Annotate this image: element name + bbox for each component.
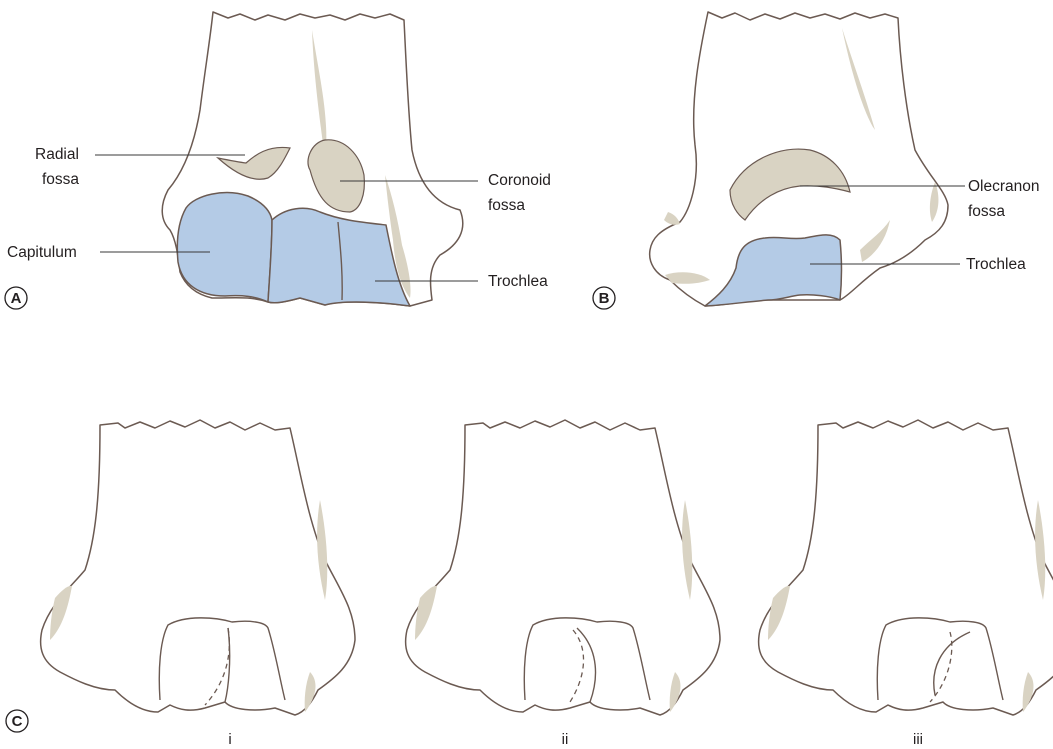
panel-c-letter: C <box>12 713 23 730</box>
label-radial-fossa-line1: Radial <box>35 146 79 163</box>
variant-ii: ii <box>406 420 720 748</box>
caption-i: i <box>228 731 231 748</box>
capitulum <box>177 193 272 302</box>
panel-c-variants: i ii iii C <box>6 420 1053 748</box>
caption-iii: iii <box>913 731 923 748</box>
panel-a-letter: A <box>11 290 22 307</box>
caption-ii: ii <box>562 731 569 748</box>
variant-iii: iii <box>759 420 1053 748</box>
label-trochlea-a: Trochlea <box>488 273 548 290</box>
label-trochlea-b: Trochlea <box>966 256 1026 273</box>
label-capitulum: Capitulum <box>7 244 77 261</box>
label-olecranon-fossa-line2: fossa <box>968 203 1005 220</box>
panel-a-anterior-view: Radial fossa Capitulum Coronoid fossa Tr… <box>5 12 551 309</box>
variant-i: i <box>41 420 355 748</box>
label-olecranon-fossa-line1: Olecranon <box>968 178 1040 195</box>
label-coronoid-fossa-line2: fossa <box>488 197 525 214</box>
panel-b-posterior-view: Olecranon fossa Trochlea B <box>593 12 1040 309</box>
label-coronoid-fossa-line1: Coronoid <box>488 172 551 189</box>
panel-b-letter: B <box>599 290 610 307</box>
label-radial-fossa-line2: fossa <box>42 171 79 188</box>
